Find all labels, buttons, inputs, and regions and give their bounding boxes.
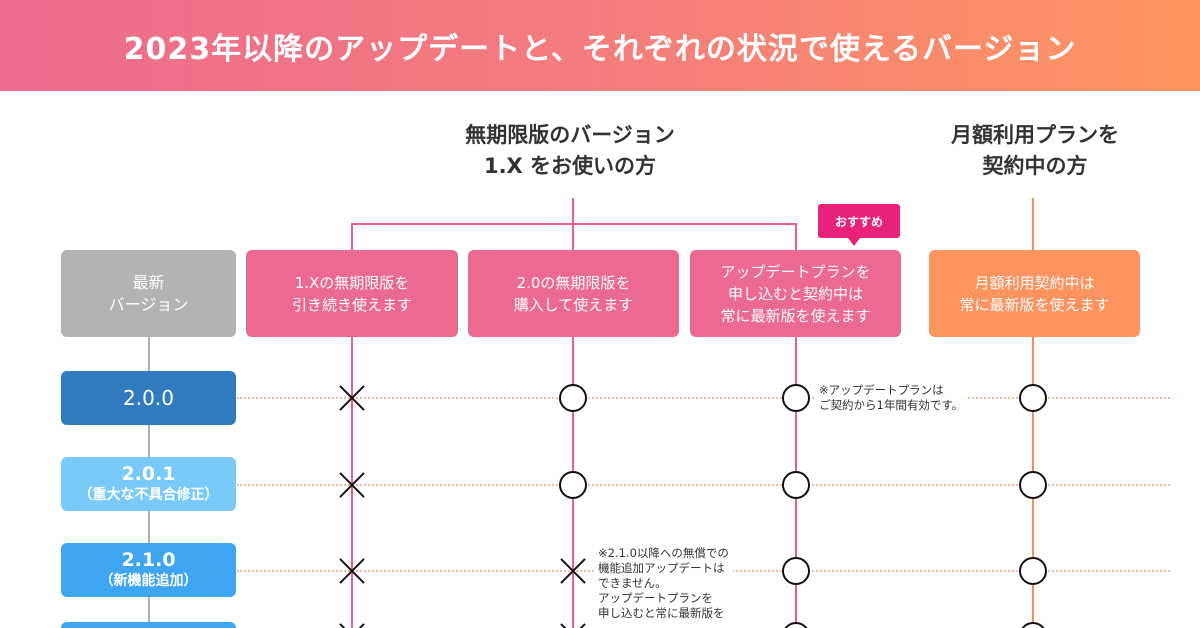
perpetual-heading-line-1: 無期限版のバージョン — [465, 123, 675, 147]
row-guide-2-0-1 — [237, 484, 1170, 486]
unavailable-cross-icon — [338, 471, 366, 499]
subscription-column-heading: 月額利用プランを 契約中の方 — [900, 120, 1170, 182]
note-line: 機能追加アップデートは — [598, 561, 725, 575]
unavailable-cross-icon — [338, 557, 366, 585]
page-title: 2023年以降のアップデートと、それぞれの状況で使えるバージョン — [123, 31, 1077, 67]
keep-1x-line-2: 引き続き使えます — [291, 295, 412, 314]
available-circle-icon — [1019, 557, 1047, 585]
note-line: できません。 — [598, 576, 667, 590]
branch-drop-update — [795, 223, 797, 250]
no-free-feature-update-note: ※2.1.0以降への無償での 機能追加アップデートは できません。 アップデート… — [594, 546, 733, 621]
version-2-1-0-box: 2.1.0 （新機能追加） — [61, 543, 236, 597]
version-number: 2.0.1 — [121, 463, 176, 485]
available-circle-icon — [559, 384, 587, 412]
perpetual-branch-line — [351, 223, 797, 225]
version-2-0-0-box: 2.0.0 — [61, 371, 236, 425]
note-line: 申し込むと常に最新版を — [598, 606, 725, 620]
note-line: アップデートプランを — [598, 591, 713, 605]
perpetual-column-heading: 無期限版のバージョン 1.X をお使いの方 — [420, 120, 720, 182]
unavailable-cross-icon — [559, 622, 587, 628]
available-circle-icon — [559, 471, 587, 499]
update-plan-option-box: アップデートプランを 申し込むと契約中は 常に最新版を使えます — [690, 250, 901, 337]
version-next-box-partial — [61, 622, 236, 628]
version-subtitle: （重大な不具合修正） — [78, 487, 219, 503]
update-plan-line-1: アップデートプランを — [720, 262, 871, 281]
buy-2-0-option-box: 2.0の無期限版を 購入して使えます — [468, 250, 679, 337]
update-plan-line-2: 申し込むと契約中は — [727, 284, 863, 303]
version-number: 2.0.0 — [123, 386, 174, 410]
available-circle-icon — [782, 384, 810, 412]
buy-2-0-line-2: 購入して使えます — [513, 295, 634, 314]
recommended-badge: おすすめ — [818, 204, 900, 246]
subscription-heading-line-2: 契約中の方 — [982, 154, 1088, 178]
available-circle-icon — [1019, 622, 1047, 628]
latest-version-header: 最新 バージョン — [61, 250, 236, 337]
update-plan-validity-note: ※アップデートプランは ご契約から1年間有効です。 — [815, 383, 968, 413]
available-circle-icon — [782, 557, 810, 585]
buy-2-0-line-1: 2.0の無期限版を — [516, 273, 631, 292]
monthly-plan-option-box: 月額利用契約中は 常に最新版を使えます — [929, 250, 1140, 337]
available-circle-icon — [782, 622, 810, 628]
version-number: 2.1.0 — [121, 549, 176, 571]
update-plan-line-3: 常に最新版を使えます — [720, 306, 871, 325]
latest-version-line-2: バージョン — [108, 294, 189, 314]
available-circle-icon — [782, 471, 810, 499]
perpetual-heading-line-2: 1.X をお使いの方 — [483, 154, 657, 178]
monthly-plan-line-1: 月額利用契約中は — [974, 273, 1095, 292]
subscription-trunk-line — [1032, 198, 1034, 250]
note-line: ご契約から1年間有効です。 — [819, 398, 964, 412]
available-circle-icon — [1019, 384, 1047, 412]
latest-version-line-1: 最新 — [132, 272, 165, 292]
keep-1x-line-1: 1.Xの無期限版を — [294, 273, 410, 292]
note-line: ※2.1.0以降への無償での — [598, 546, 729, 560]
version-2-0-1-box: 2.0.1 （重大な不具合修正） — [61, 457, 236, 511]
unavailable-cross-icon — [338, 622, 366, 628]
unavailable-cross-icon — [338, 384, 366, 412]
subscription-heading-line-1: 月額利用プランを — [951, 123, 1119, 147]
version-subtitle: （新機能追加） — [99, 573, 198, 589]
monthly-plan-line-2: 常に最新版を使えます — [959, 295, 1110, 314]
branch-drop-keep — [351, 223, 353, 250]
keep-1x-option-box: 1.Xの無期限版を 引き続き使えます — [246, 250, 458, 337]
row-guide-2-0-0 — [237, 397, 1170, 399]
note-line: ※アップデートプランは — [819, 383, 944, 397]
title-banner: 2023年以降のアップデートと、それぞれの状況で使えるバージョン — [0, 0, 1200, 91]
unavailable-cross-icon — [559, 557, 587, 585]
available-circle-icon — [1019, 471, 1047, 499]
